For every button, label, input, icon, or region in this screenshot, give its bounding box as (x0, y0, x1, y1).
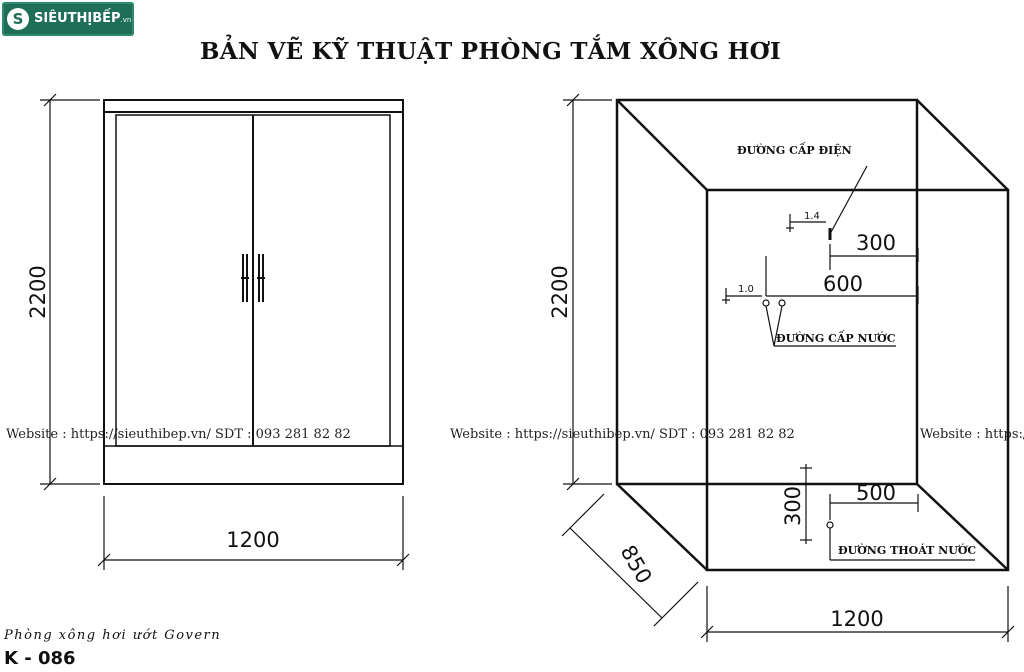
front-height-dimension (40, 93, 100, 491)
water-supply-label: ĐƯỜNG CẤP NƯỚC (776, 330, 896, 345)
electric-supply-marker (786, 165, 919, 270)
drain-label: ĐƯỜNG THOÁT NƯỚC (838, 543, 976, 557)
product-caption: Phòng xông hơi ướt Govern (4, 628, 222, 643)
iso-height-label: 2200 (548, 265, 572, 318)
front-width-label: 1200 (226, 528, 279, 552)
iso-back-face (615, 98, 919, 486)
front-width-dimension (97, 496, 410, 570)
iso-front-face (705, 188, 1010, 572)
watermark-left: Website : https://sieuthibep.vn/ SDT : 0… (6, 427, 351, 442)
water-level-label: 1.0 (738, 284, 754, 295)
door-handle-icon (241, 254, 265, 302)
drawing-title: BẢN VẼ KỸ THUẬT PHÒNG TẮM XÔNG HƠI (200, 38, 782, 65)
drain-height-label: 300 (781, 486, 805, 526)
iso-width-label: 1200 (830, 607, 883, 631)
iso-depth-label: 850 (616, 541, 657, 588)
site-logo: S SIÊUTHỊBẾP.vn (2, 2, 134, 36)
iso-width-dimension (700, 586, 1015, 642)
drain-offset-label: 500 (856, 481, 896, 505)
water-offset-label: 600 (823, 272, 863, 296)
drain-marker (800, 464, 975, 561)
electric-supply-label: ĐƯỜNG CẤP ĐIỆN (737, 142, 852, 157)
watermark-right: Website : https:/ (920, 427, 1024, 442)
logo-text: SIÊUTHỊBẾP.vn (34, 11, 132, 26)
product-code: K - 086 (4, 648, 76, 669)
iso-depth-dimension (561, 493, 699, 627)
front-outer-frame (103, 99, 404, 485)
water-supply-marker (722, 256, 919, 347)
logo-mark-icon: S (7, 8, 29, 30)
front-height-label: 2200 (26, 265, 50, 318)
front-view-cabin (103, 99, 404, 485)
iso-cabin-box (615, 98, 1010, 572)
watermark-center: Website : https://sieuthibep.vn/ SDT : 0… (450, 427, 795, 442)
electric-level-label: 1.4 (804, 211, 820, 222)
iso-height-dimension (563, 93, 612, 491)
electric-offset-label: 300 (856, 231, 896, 255)
